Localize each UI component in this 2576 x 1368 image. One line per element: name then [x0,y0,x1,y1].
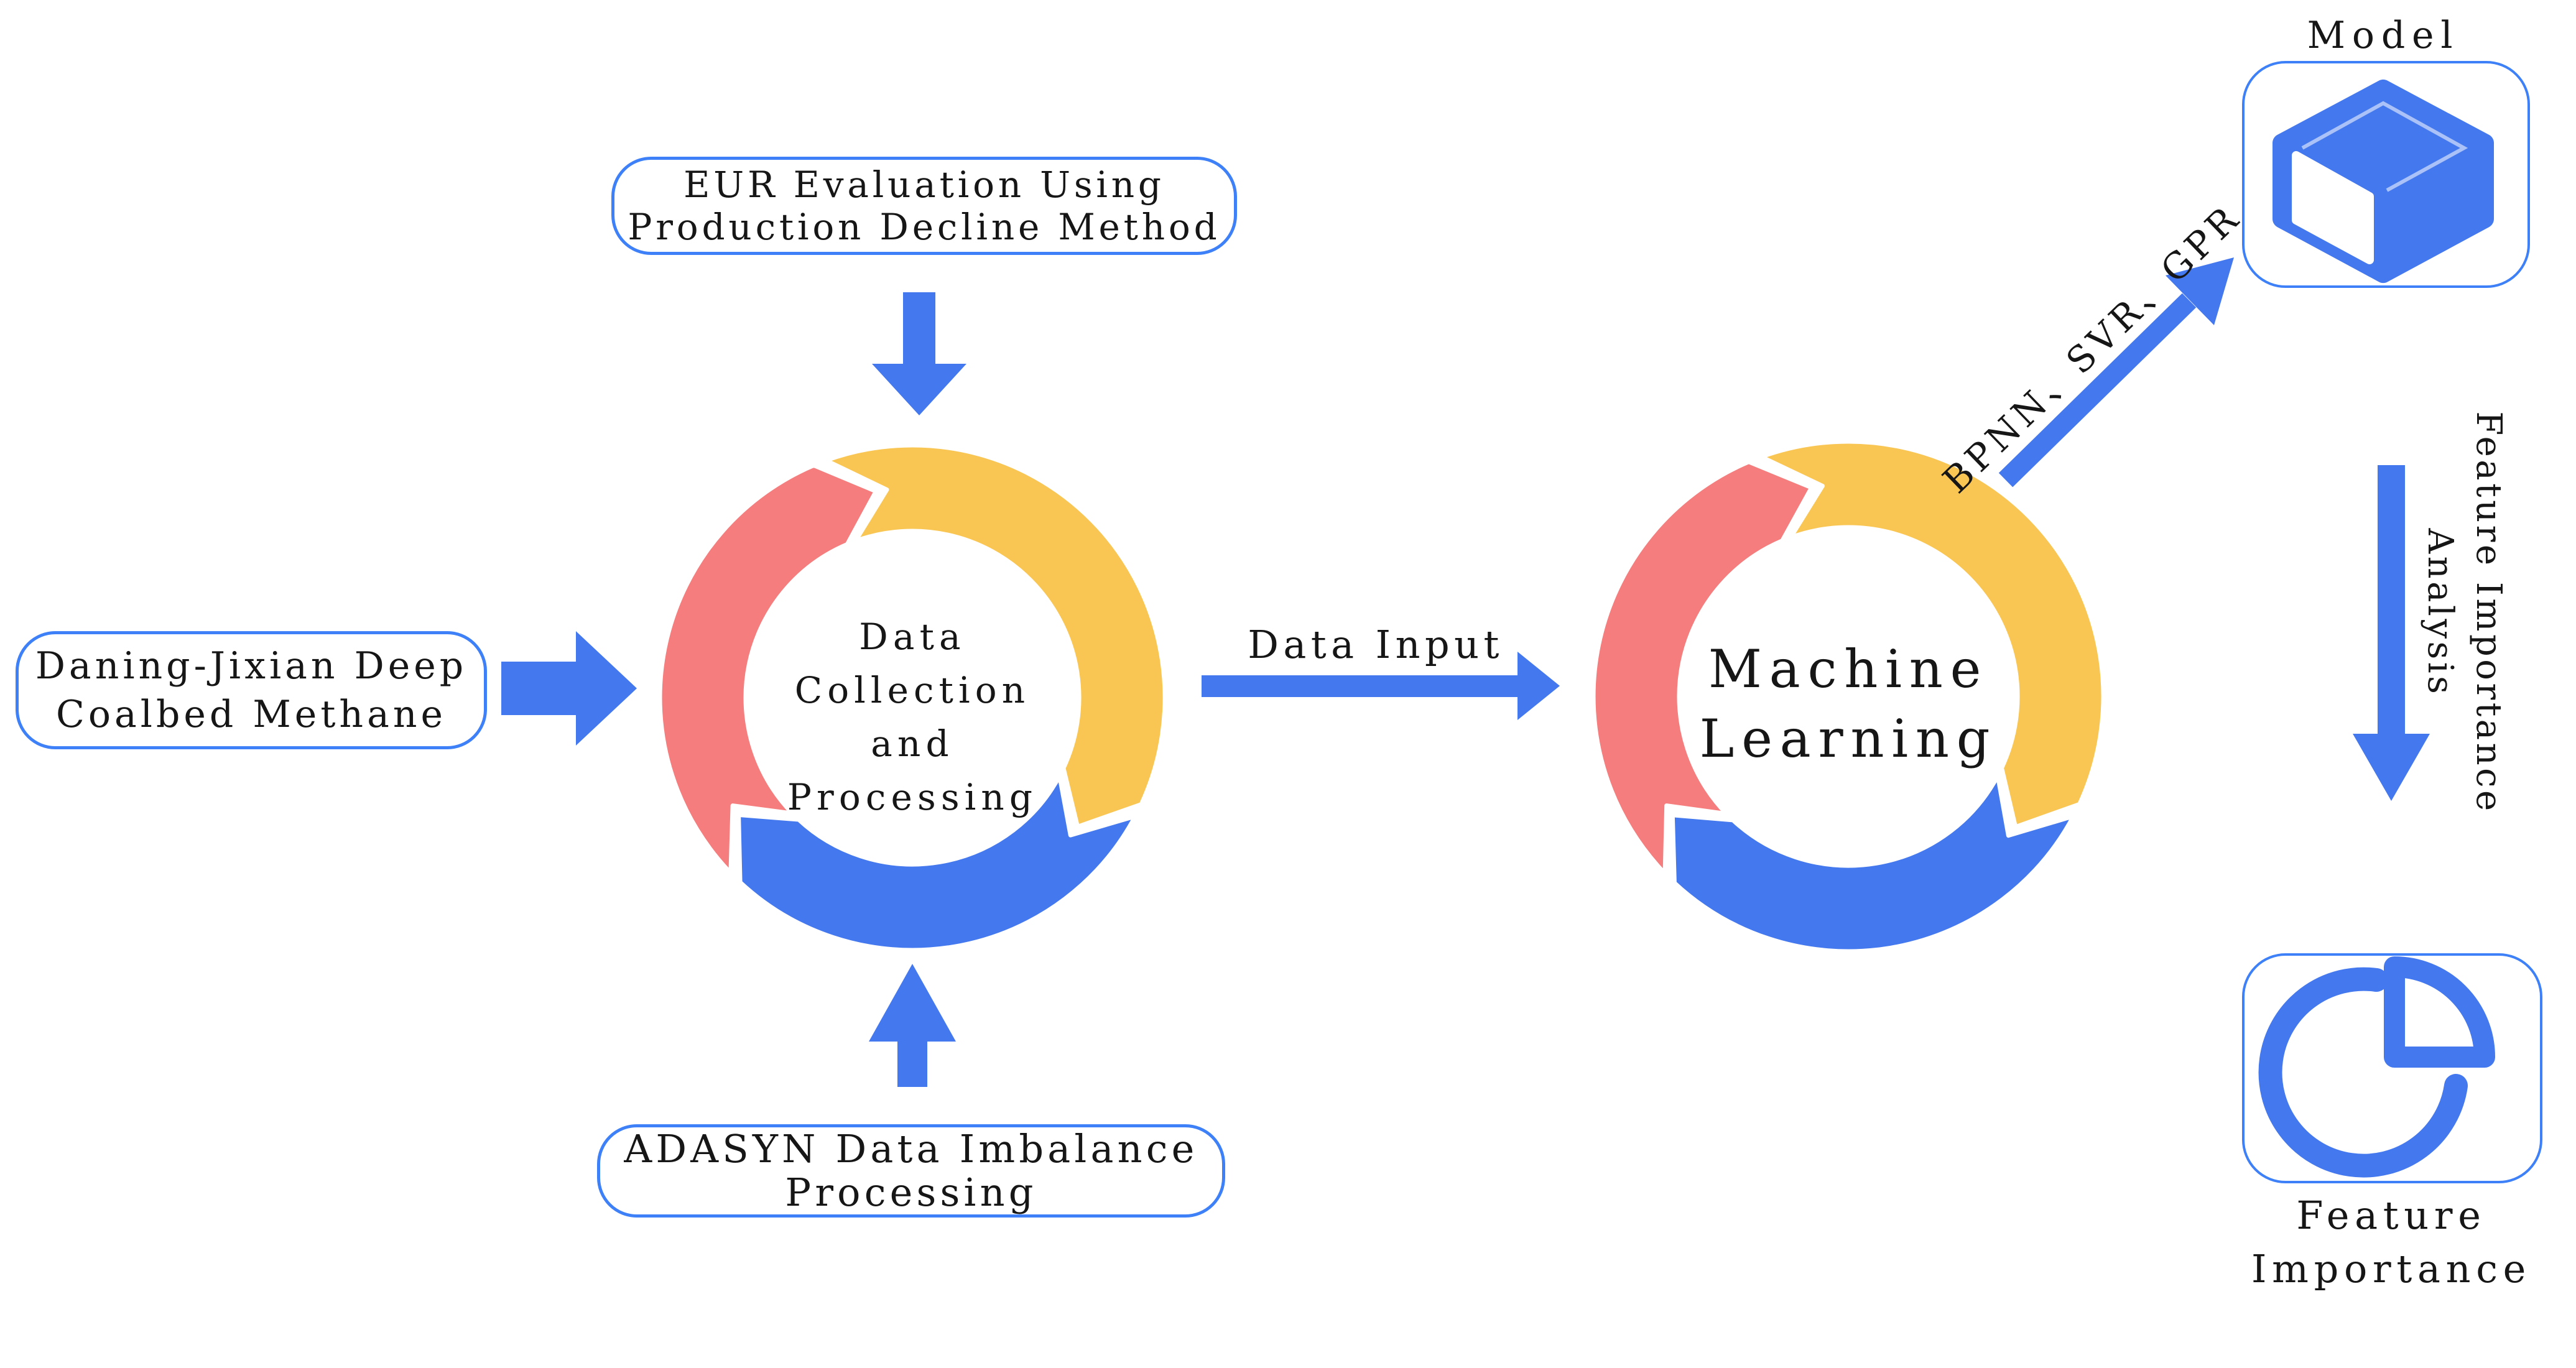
donut2-segment-blue [1670,774,2076,954]
cube-icon [2273,80,2494,283]
data-cycle-donut [657,443,1167,953]
source-box: Daning-Jixian Deep Coalbed Methane [16,631,487,749]
adasyn-line1: ADASYN Data Imbalance [624,1126,1198,1172]
eur-evaluation-box: EUR Evaluation Using Production Decline … [611,157,1237,255]
feature-importance-label: Feature Importance [2251,1193,2531,1292]
model-box [2242,61,2530,288]
arrow-up-icon [869,964,956,1087]
donut1-segment-blue [736,774,1137,953]
data-input-arrow-icon [1202,652,1560,720]
pie-chart-icon [2258,956,2495,1178]
data-input-label: Data Input [1248,622,1504,667]
donut2-segment-yellow [1759,439,2106,830]
feature-importance-box [2242,953,2542,1183]
donut1-segment-yellow [823,443,1167,829]
adasyn-box: ADASYN Data Imbalance Processing [597,1124,1225,1218]
source-line1: Daning-Jixian Deep [35,644,468,688]
feature-analysis-arrow-icon [2353,465,2430,801]
donut2-segment-red [1591,460,1814,876]
model-title: Model [2307,14,2460,57]
adasyn-line2: Processing [785,1170,1037,1215]
data-cycle-label: Data Collection and Processing [787,616,1038,818]
arrow-down-icon [872,292,966,415]
donut1-segment-red [657,463,878,876]
feature-analysis-label: Feature Importance Analysis [2420,411,2509,814]
eur-evaluation-line2: Production Decline Method [628,206,1221,248]
ml-cycle-label: Machine Learning [1699,639,1998,769]
eur-evaluation-line1: EUR Evaluation Using [683,164,1165,206]
models-arrow-icon [1998,257,2234,488]
ml-cycle-donut [1591,439,2106,954]
arrow-right-icon [501,631,637,746]
source-line2: Coalbed Methane [55,693,447,736]
